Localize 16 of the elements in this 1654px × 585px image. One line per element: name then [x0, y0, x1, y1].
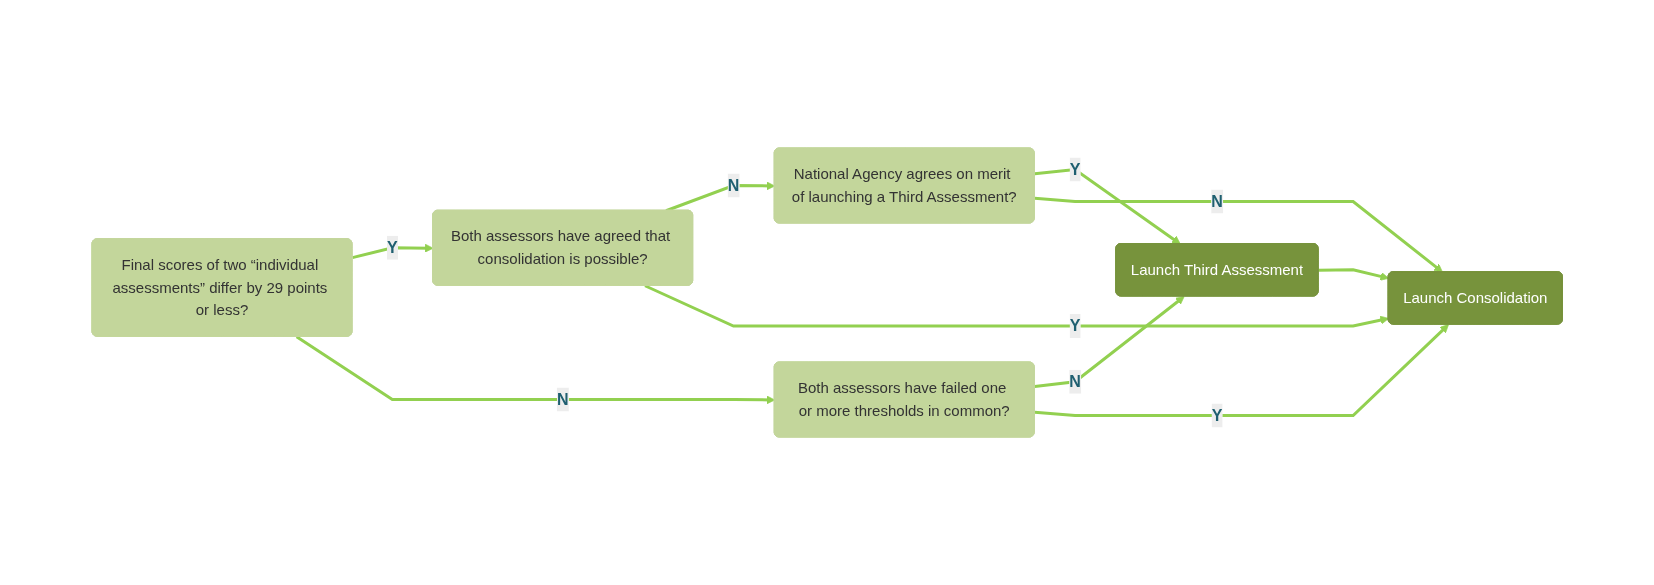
arrow — [1034, 196, 1443, 273]
arrow — [351, 243, 434, 260]
arrow — [1318, 268, 1389, 281]
arrow — [295, 335, 775, 405]
edge-label: N — [556, 390, 569, 408]
arrow — [1034, 324, 1449, 417]
edge-label: Y — [1211, 406, 1223, 424]
arrow — [1034, 167, 1181, 245]
edge-label: Y — [386, 238, 398, 256]
arrow — [1034, 296, 1185, 388]
edge-label: N — [1069, 372, 1081, 390]
edge-label: N — [1210, 192, 1223, 210]
edge-label: Y — [1069, 160, 1081, 178]
edge-label: N — [727, 176, 740, 194]
edge-label: Y — [1069, 317, 1081, 334]
arrow — [644, 284, 1389, 328]
